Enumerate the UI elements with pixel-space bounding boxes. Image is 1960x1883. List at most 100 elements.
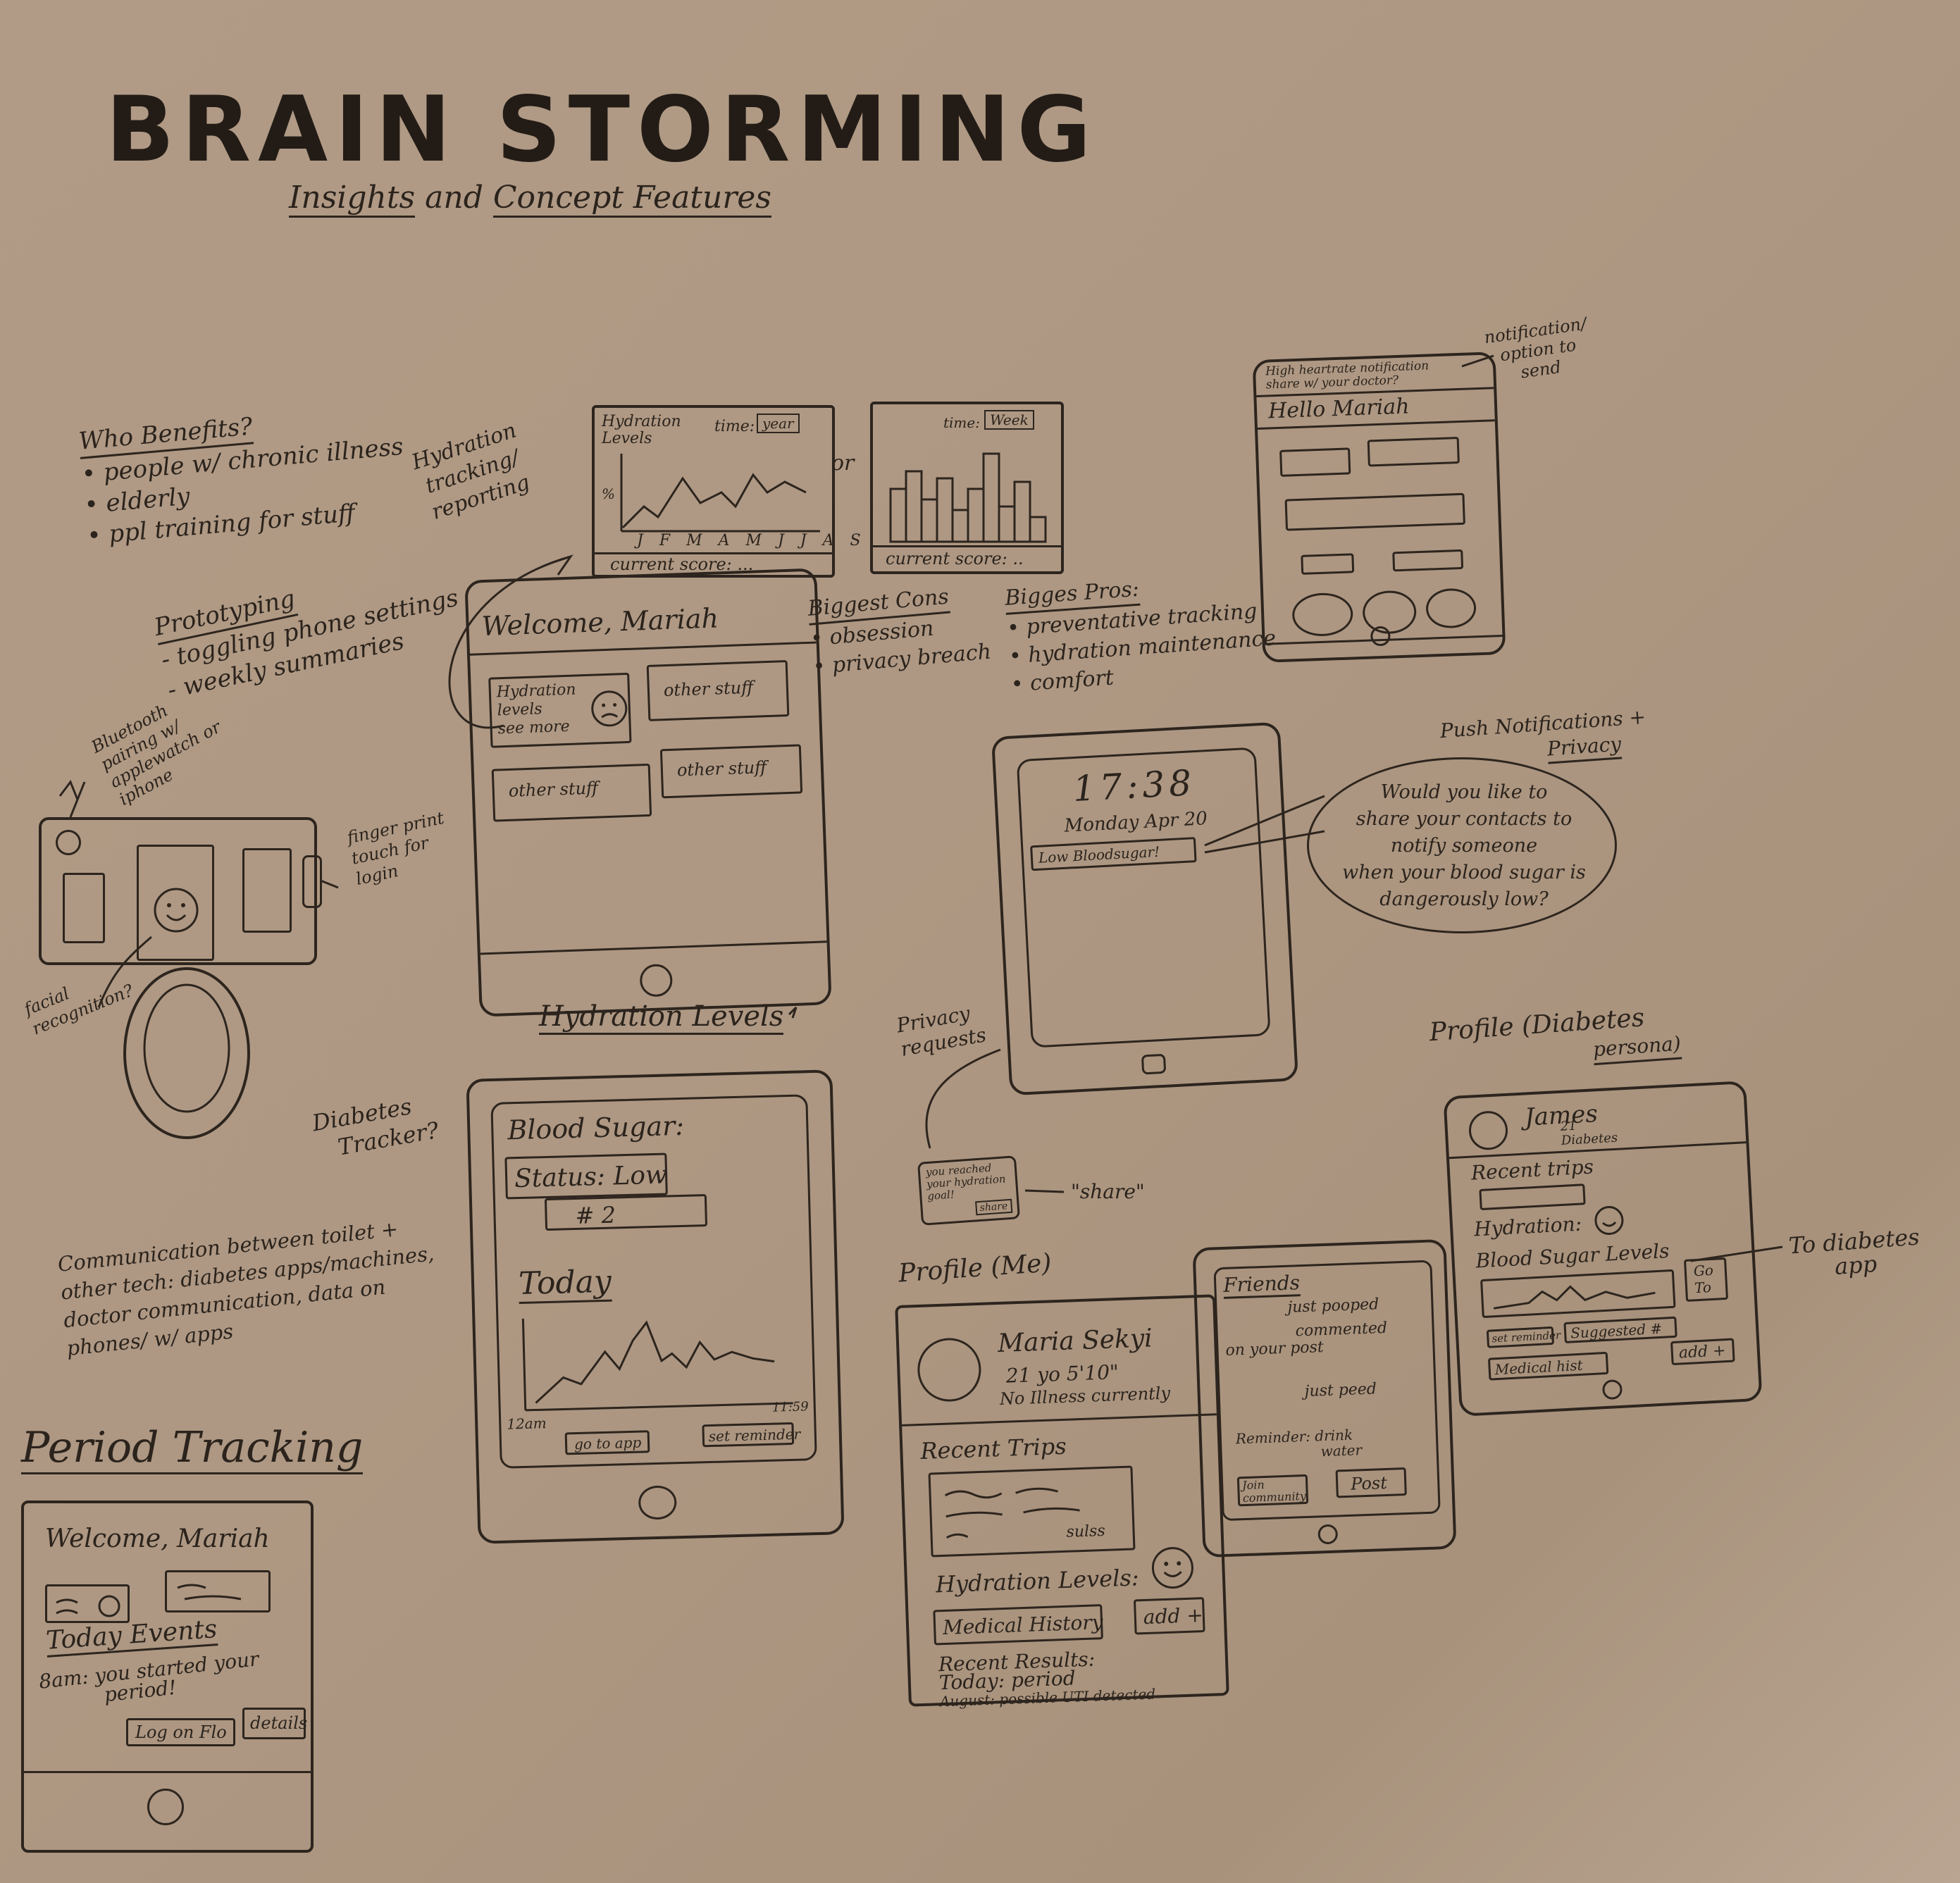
- welcome-greeting: Welcome, Mariah: [480, 602, 719, 642]
- time-select[interactable]: year: [757, 414, 800, 433]
- toilet-side-panel[interactable]: [63, 873, 105, 943]
- line-chart-icon: [1493, 1285, 1656, 1310]
- avatar[interactable]: [1468, 1110, 1509, 1151]
- summary-card[interactable]: [45, 1584, 130, 1623]
- button-label: Medical hist: [1494, 1356, 1584, 1379]
- heading-line: persona): [1592, 1030, 1682, 1066]
- button-label: details: [250, 1713, 308, 1733]
- communication-note: Communication between toilet + other tec…: [56, 1211, 441, 1362]
- status-badge: Status: Low: [504, 1152, 668, 1200]
- friend-activity: just pooped: [1287, 1295, 1379, 1317]
- line-chart-icon: [620, 454, 820, 533]
- recent-trips-card[interactable]: [1479, 1183, 1586, 1211]
- blood-sugar-chart[interactable]: [1480, 1269, 1676, 1319]
- subtitle-concept: Concept Features: [492, 180, 771, 218]
- home-button[interactable]: [638, 1485, 677, 1520]
- medical-history-button[interactable]: Medical hist: [1487, 1351, 1609, 1381]
- suggested-button[interactable]: Suggested #: [1563, 1316, 1677, 1344]
- placeholder-card[interactable]: [1301, 553, 1355, 575]
- home-button[interactable]: [1141, 1053, 1167, 1075]
- x-start-label: 12am: [506, 1415, 547, 1433]
- summary-card[interactable]: [165, 1570, 271, 1612]
- home-button[interactable]: [1317, 1524, 1339, 1545]
- hello-screen-sketch: High heartrate notification share w/ you…: [1252, 352, 1506, 663]
- sad-face-icon: [591, 690, 628, 727]
- hydration-goal-toast[interactable]: you reached your hydration goal! share: [917, 1155, 1020, 1226]
- home-button[interactable]: [1601, 1379, 1623, 1400]
- hydration-week-chart-sketch: time: Week current score: ..: [870, 402, 1064, 574]
- toast-text: you reached your hydration goal!: [925, 1161, 1007, 1202]
- friends-display: Friends just pooped commented on your po…: [1213, 1260, 1441, 1522]
- other-stuff-card[interactable]: other stuff: [646, 659, 790, 721]
- lock-time: 17:38: [1072, 762, 1197, 810]
- log-on-flo-button[interactable]: Log on Flo: [126, 1718, 235, 1746]
- fingerprint-sensor[interactable]: [302, 855, 322, 908]
- join-community-button[interactable]: Join community: [1236, 1474, 1309, 1507]
- placeholder-card[interactable]: [1392, 549, 1464, 572]
- home-button[interactable]: [639, 963, 674, 998]
- other-stuff-card[interactable]: other stuff: [491, 763, 652, 822]
- subtitle: Insights and Concept Features: [289, 180, 771, 218]
- profile-details: 21 Diabetes: [1560, 1117, 1618, 1148]
- set-reminder-button[interactable]: set reminder: [702, 1422, 800, 1448]
- other-stuff-card[interactable]: other stuff: [659, 744, 803, 799]
- placeholder-card[interactable]: [1284, 492, 1465, 531]
- bubble-text: Would you like to share your contacts to…: [1316, 779, 1612, 913]
- go-to-diabetes-app-button[interactable]: Go To: [1683, 1257, 1729, 1302]
- chart-label-line: Hydration: [602, 413, 681, 430]
- home-button[interactable]: [147, 1789, 184, 1825]
- period-tracking-heading: Period Tracking: [21, 1423, 364, 1474]
- biggest-cons-note: Biggest Cons • obsession • privacy breac…: [807, 580, 993, 682]
- toilet-display[interactable]: [137, 845, 214, 961]
- medical-history-button[interactable]: Medical History: [933, 1604, 1103, 1646]
- go-to-app-button[interactable]: go to app: [564, 1430, 650, 1455]
- profile-name: Maria Sekyi: [997, 1324, 1153, 1359]
- circle-button[interactable]: [1291, 592, 1354, 638]
- friend-activity: commented on your post: [1224, 1319, 1388, 1360]
- post-button[interactable]: Post: [1335, 1467, 1407, 1498]
- scribble-smiley-icon: [56, 1595, 120, 1617]
- add-button[interactable]: add +: [1133, 1597, 1205, 1635]
- prototyping-note: Prototyping - toggling phone settings - …: [151, 550, 468, 706]
- bar-chart-icon: [889, 452, 1047, 543]
- avatar[interactable]: [916, 1336, 982, 1403]
- bubble-line: share your contacts to: [1356, 808, 1573, 830]
- blood-sugar-label: Blood Sugar Levels: [1475, 1239, 1670, 1273]
- toilet-control-panel[interactable]: [242, 848, 292, 933]
- scribble-lines-icon: [944, 1487, 1080, 1539]
- circle-button[interactable]: [1425, 588, 1477, 629]
- low-bloodsugar-notification[interactable]: Low Bloodsugar!: [1030, 837, 1197, 871]
- heading-text: Friends: [1222, 1271, 1301, 1299]
- diabetes-app-note: To diabetes app: [1788, 1224, 1922, 1282]
- home-button[interactable]: [1370, 626, 1391, 647]
- lock-date: Monday Apr 20: [1063, 808, 1208, 837]
- button-line: community: [1242, 1489, 1307, 1505]
- reminder-line: water: [1320, 1441, 1363, 1460]
- details-button[interactable]: details: [242, 1708, 308, 1739]
- notification-banner[interactable]: High heartrate notification share w/ you…: [1265, 359, 1429, 392]
- placeholder-card[interactable]: [1367, 436, 1460, 467]
- who-benefits-note: Who Benefits? • people w/ chronic illnes…: [77, 398, 410, 552]
- blood-sugar-display: Blood Sugar: Status: Low # 2 Today 12am …: [490, 1094, 817, 1469]
- placeholder-card[interactable]: [1279, 447, 1351, 477]
- profile-me-screen-sketch: Maria Sekyi 21 yo 5'10" No Illness curre…: [895, 1294, 1229, 1710]
- today-text: Today: [518, 1263, 612, 1305]
- recent-trips-card[interactable]: sulss: [928, 1465, 1136, 1558]
- circle-button[interactable]: [1362, 590, 1418, 635]
- hydration-card[interactable]: Hydration levels see more: [488, 672, 632, 748]
- chart-label-line: Levels: [602, 430, 652, 447]
- or-text: or: [831, 451, 855, 476]
- bubble-line: notify someone: [1390, 835, 1538, 857]
- friends-screen-sketch: Friends just pooped commented on your po…: [1192, 1238, 1457, 1558]
- see-more-link[interactable]: see more: [497, 717, 571, 738]
- set-reminder-button[interactable]: set reminder: [1486, 1326, 1561, 1348]
- privacy-requests-note: Privacy requests: [895, 1000, 988, 1062]
- blood-sugar-screen-sketch: Blood Sugar: Status: Low # 2 Today 12am …: [466, 1069, 845, 1544]
- event-text: 8am: you started your period!: [38, 1647, 262, 1711]
- add-button[interactable]: add +: [1670, 1338, 1735, 1366]
- time-select[interactable]: Week: [984, 410, 1034, 430]
- share-button[interactable]: share: [975, 1198, 1012, 1216]
- page-title: BRAIN STORMING: [106, 77, 1098, 182]
- hydration-levels-label: Hydration Levels:: [935, 1564, 1140, 1598]
- activity-line: on your post: [1225, 1338, 1325, 1360]
